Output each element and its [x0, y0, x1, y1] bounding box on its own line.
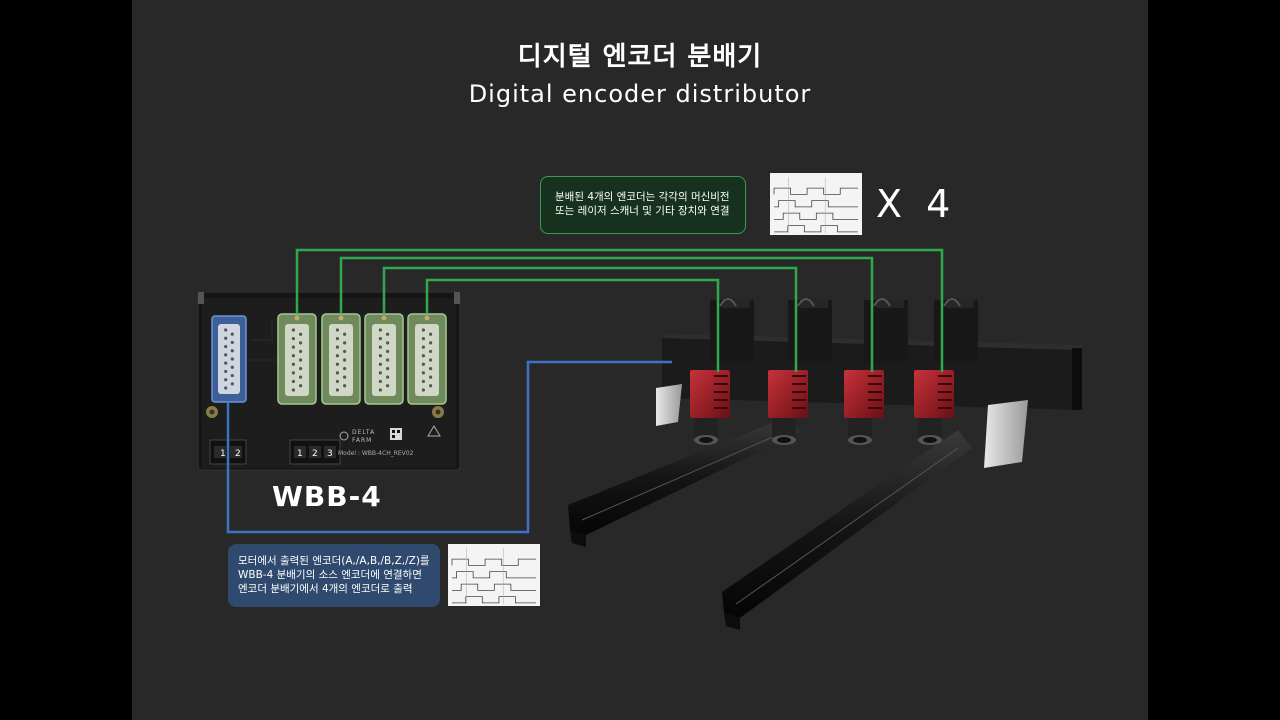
source-encoder-connector	[211, 315, 247, 403]
terminal-3pin-label-1: 1	[297, 449, 303, 459]
multiplier-label: X 4	[876, 182, 957, 226]
db15-connector-icon	[277, 313, 317, 405]
qr-code	[390, 428, 402, 440]
title-korean: 디지털 엔코더 분배기	[517, 42, 763, 72]
warning-triangle-icon	[427, 425, 441, 437]
output-connectors	[277, 313, 447, 405]
screw-icon	[294, 315, 300, 321]
model-label: Model : WBB-4CH_REV02	[338, 450, 414, 457]
output-wire	[295, 248, 944, 372]
output-callout-line: 또는 레이저 스캐너 및 기타 장치와 연결	[555, 205, 730, 217]
encoder-waveform-icon	[448, 544, 540, 606]
db15-connector-icon	[407, 313, 447, 405]
output-callout-line: 분배된 4개의 엔코더는 각각의 머신비전	[555, 191, 730, 203]
terminal-block-3pin	[289, 439, 341, 465]
db15-connector-icon	[321, 313, 361, 405]
device-label: WBB-4	[272, 480, 382, 513]
input-callout-line: 엔코더 분배기에서 4개의 엔코더로 출력	[238, 583, 413, 595]
output-wire	[382, 266, 798, 372]
screw-icon	[338, 315, 344, 321]
terminal-2pin-label-2: 2	[235, 449, 241, 459]
output-wire	[425, 278, 720, 372]
terminal-2pin-label-1: 1	[220, 449, 226, 459]
title-english: Digital encoder distributor	[468, 80, 812, 108]
diagram-graphics: 1 2 1 2 3 DELTA FARM Model : WBB-4CH_REV…	[197, 173, 1084, 630]
terminal-3pin-label-3: 3	[327, 449, 333, 459]
input-callout-line: 모터에서 출력된 엔코더(A,/A,B,/B,Z,/Z)를	[238, 555, 430, 567]
input-wire	[226, 360, 672, 534]
encoder-waveform-icon	[770, 173, 862, 235]
screw-icon	[381, 315, 387, 321]
svg-text:FARM: FARM	[352, 437, 372, 444]
diagram-canvas: 1 2 1 2 3 DELTA FARM Model : WBB-4CH_REV…	[132, 0, 1148, 720]
terminal-3pin-label-2: 2	[312, 449, 318, 459]
output-wires	[295, 248, 944, 372]
linear-stage-icon	[568, 418, 972, 630]
screw-icon	[424, 315, 430, 321]
input-callout-line: WBB-4 분배기의 소스 엔코더에 연결하면	[238, 569, 422, 581]
svg-text:DELTA: DELTA	[352, 429, 375, 436]
camera-group	[690, 298, 978, 445]
output-wire	[339, 256, 874, 372]
db15-connector-icon	[364, 313, 404, 405]
output-callout: 분배된 4개의 엔코더는 각각의 머신비전 또는 레이저 스캐너 및 기타 장치…	[540, 176, 746, 234]
input-callout: 모터에서 출력된 엔코더(A,/A,B,/B,Z,/Z)를 WBB-4 분배기의…	[228, 544, 440, 607]
delta-farm-logo: DELTA FARM	[339, 429, 375, 444]
